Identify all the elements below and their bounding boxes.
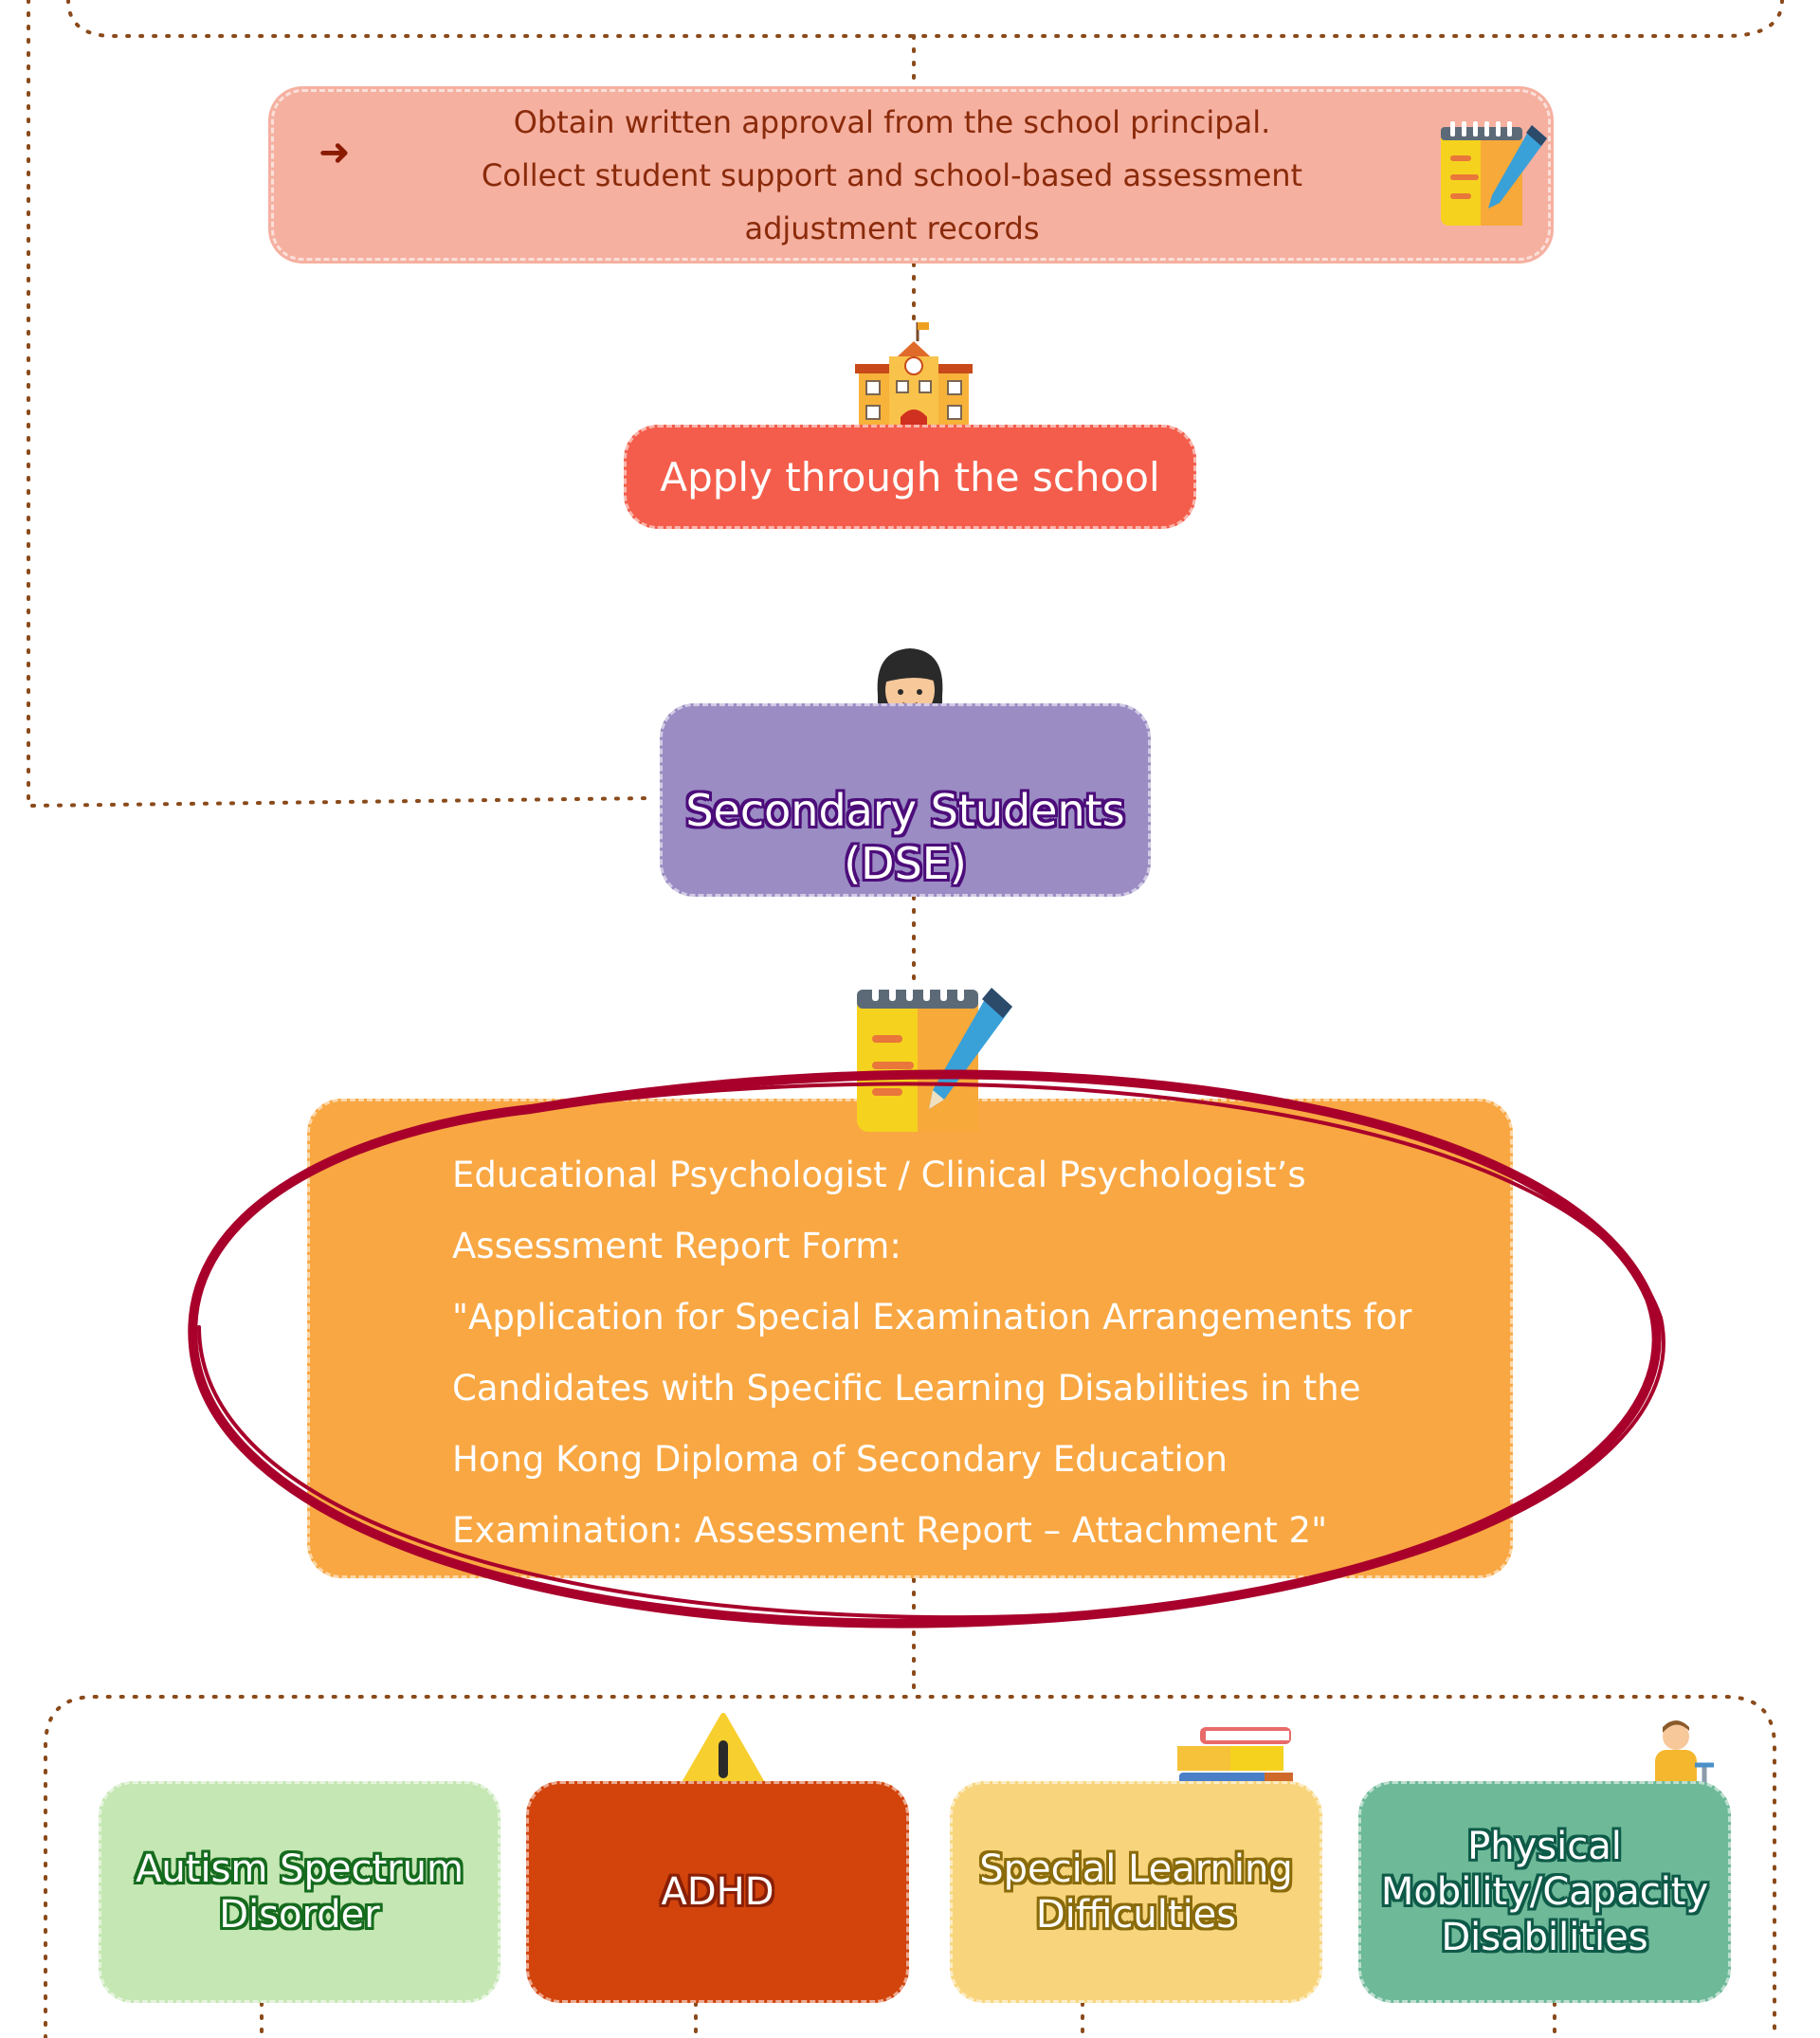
arrow-right-icon: ➜ [318,131,351,174]
approval-line-2: Collect student support and school-based… [481,156,1303,246]
approval-line-1: Obtain written approval from the school … [513,103,1271,140]
category-autism: Autism Spectrum Disorder [99,1781,500,2003]
students-line-1: Secondary Students [685,785,1125,836]
report-text: Educational Psychologist / Clinical Psyc… [452,1139,1419,1566]
secondary-students-box: Secondary Students (DSE) [660,703,1151,897]
category-adhd: ADHD [526,1781,909,2003]
notepad-pen-icon [857,978,1012,1132]
students-text: Secondary Students (DSE) [685,784,1124,890]
students-line-2: (DSE) [844,838,967,889]
category-adhd-label: ADHD [661,1870,774,1914]
category-physical-label: Physical Mobility/Capacity Disabilities [1380,1825,1709,1959]
category-autism-label: Autism Spectrum Disorder [136,1847,464,1937]
category-physical: Physical Mobility/Capacity Disabilities [1358,1781,1731,2003]
notepad-pen-icon [1441,121,1547,226]
category-special-learning-label: Special Learning Difficulties [979,1847,1293,1937]
category-special-learning: Special Learning Difficulties [950,1781,1322,2003]
report-line-2: "Application for Special Examination Arr… [452,1297,1412,1551]
assessment-report-box: Educational Psychologist / Clinical Psyc… [307,1099,1513,1578]
apply-through-school-box: Apply through the school [624,425,1196,529]
apply-label: Apply through the school [660,453,1160,500]
approval-text: Obtain written approval from the school … [428,96,1356,255]
report-line-1: Educational Psychologist / Clinical Psyc… [452,1155,1306,1266]
approval-step-box: ➜ Obtain written approval from the schoo… [268,86,1554,264]
